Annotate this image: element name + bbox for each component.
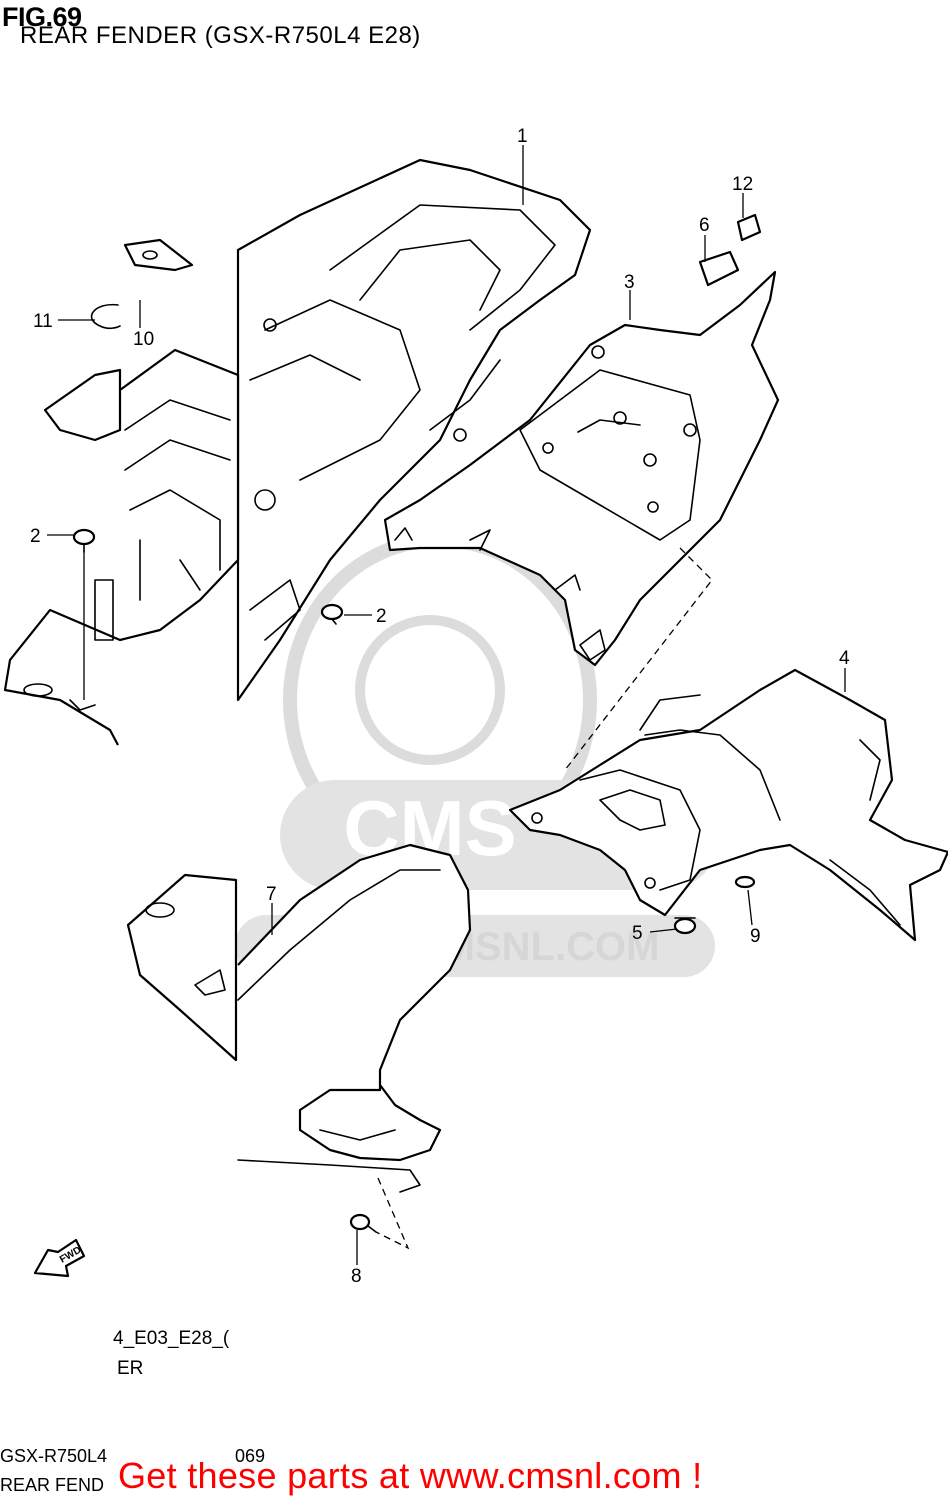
guide-lines: [375, 547, 713, 1250]
callout-8: 8: [351, 1266, 362, 1287]
callout-3: 3: [624, 272, 635, 293]
callout-numbers: 1 2 2 3 4 5 6 7 8 9 10 11 12: [30, 126, 850, 1287]
cta-link[interactable]: Get these parts at www.cmsnl.com !: [118, 1455, 703, 1496]
callout-7: 7: [266, 884, 277, 905]
part-9-washer: [734, 875, 756, 889]
part-11-clip: [90, 303, 121, 330]
footer-figure-name: REAR FEND: [0, 1475, 105, 1495]
model-code-line-2: ER: [117, 1358, 144, 1379]
leader-lines: [47, 145, 846, 1265]
figure-number: FIG.69: [2, 2, 82, 32]
callout-12: 12: [732, 174, 753, 195]
part-4-hugger: [508, 668, 948, 942]
part-1-rear-fender-frame: [236, 158, 592, 702]
callout-11: 11: [33, 311, 53, 332]
callout-4: 4: [839, 648, 850, 669]
part-8-screw: [349, 1213, 377, 1233]
callout-5: 5: [632, 923, 643, 944]
fwd-arrow-icon: FWD: [33, 1238, 86, 1278]
callout-2-left: 2: [30, 526, 41, 547]
callout-9: 9: [750, 926, 761, 947]
callout-1: 1: [517, 126, 528, 147]
watermark-mascot-face: [355, 615, 505, 765]
part-2-bolt-left: [72, 528, 96, 553]
part-5-bolt: [673, 917, 697, 935]
callout-2-center: 2: [376, 606, 387, 627]
footer-page-number: 069: [235, 1446, 266, 1466]
figure-title: REAR FENDER (GSX-R750L4 E28): [20, 22, 421, 49]
part-2-bolt-center: [320, 603, 344, 625]
callout-6: 6: [699, 215, 710, 236]
part-6-label: [698, 250, 740, 287]
left-frame-structure: [3, 348, 240, 746]
part-10-bracket: [43, 238, 194, 442]
model-code-line-1: 4_E03_E28_(: [113, 1328, 230, 1349]
part-12-label: [736, 213, 762, 242]
callout-10: 10: [133, 329, 154, 350]
footer-model: GSX-R750L4: [0, 1446, 108, 1466]
part-7-front-fender: [126, 843, 472, 1193]
part-3-inner-panel: [383, 270, 780, 667]
